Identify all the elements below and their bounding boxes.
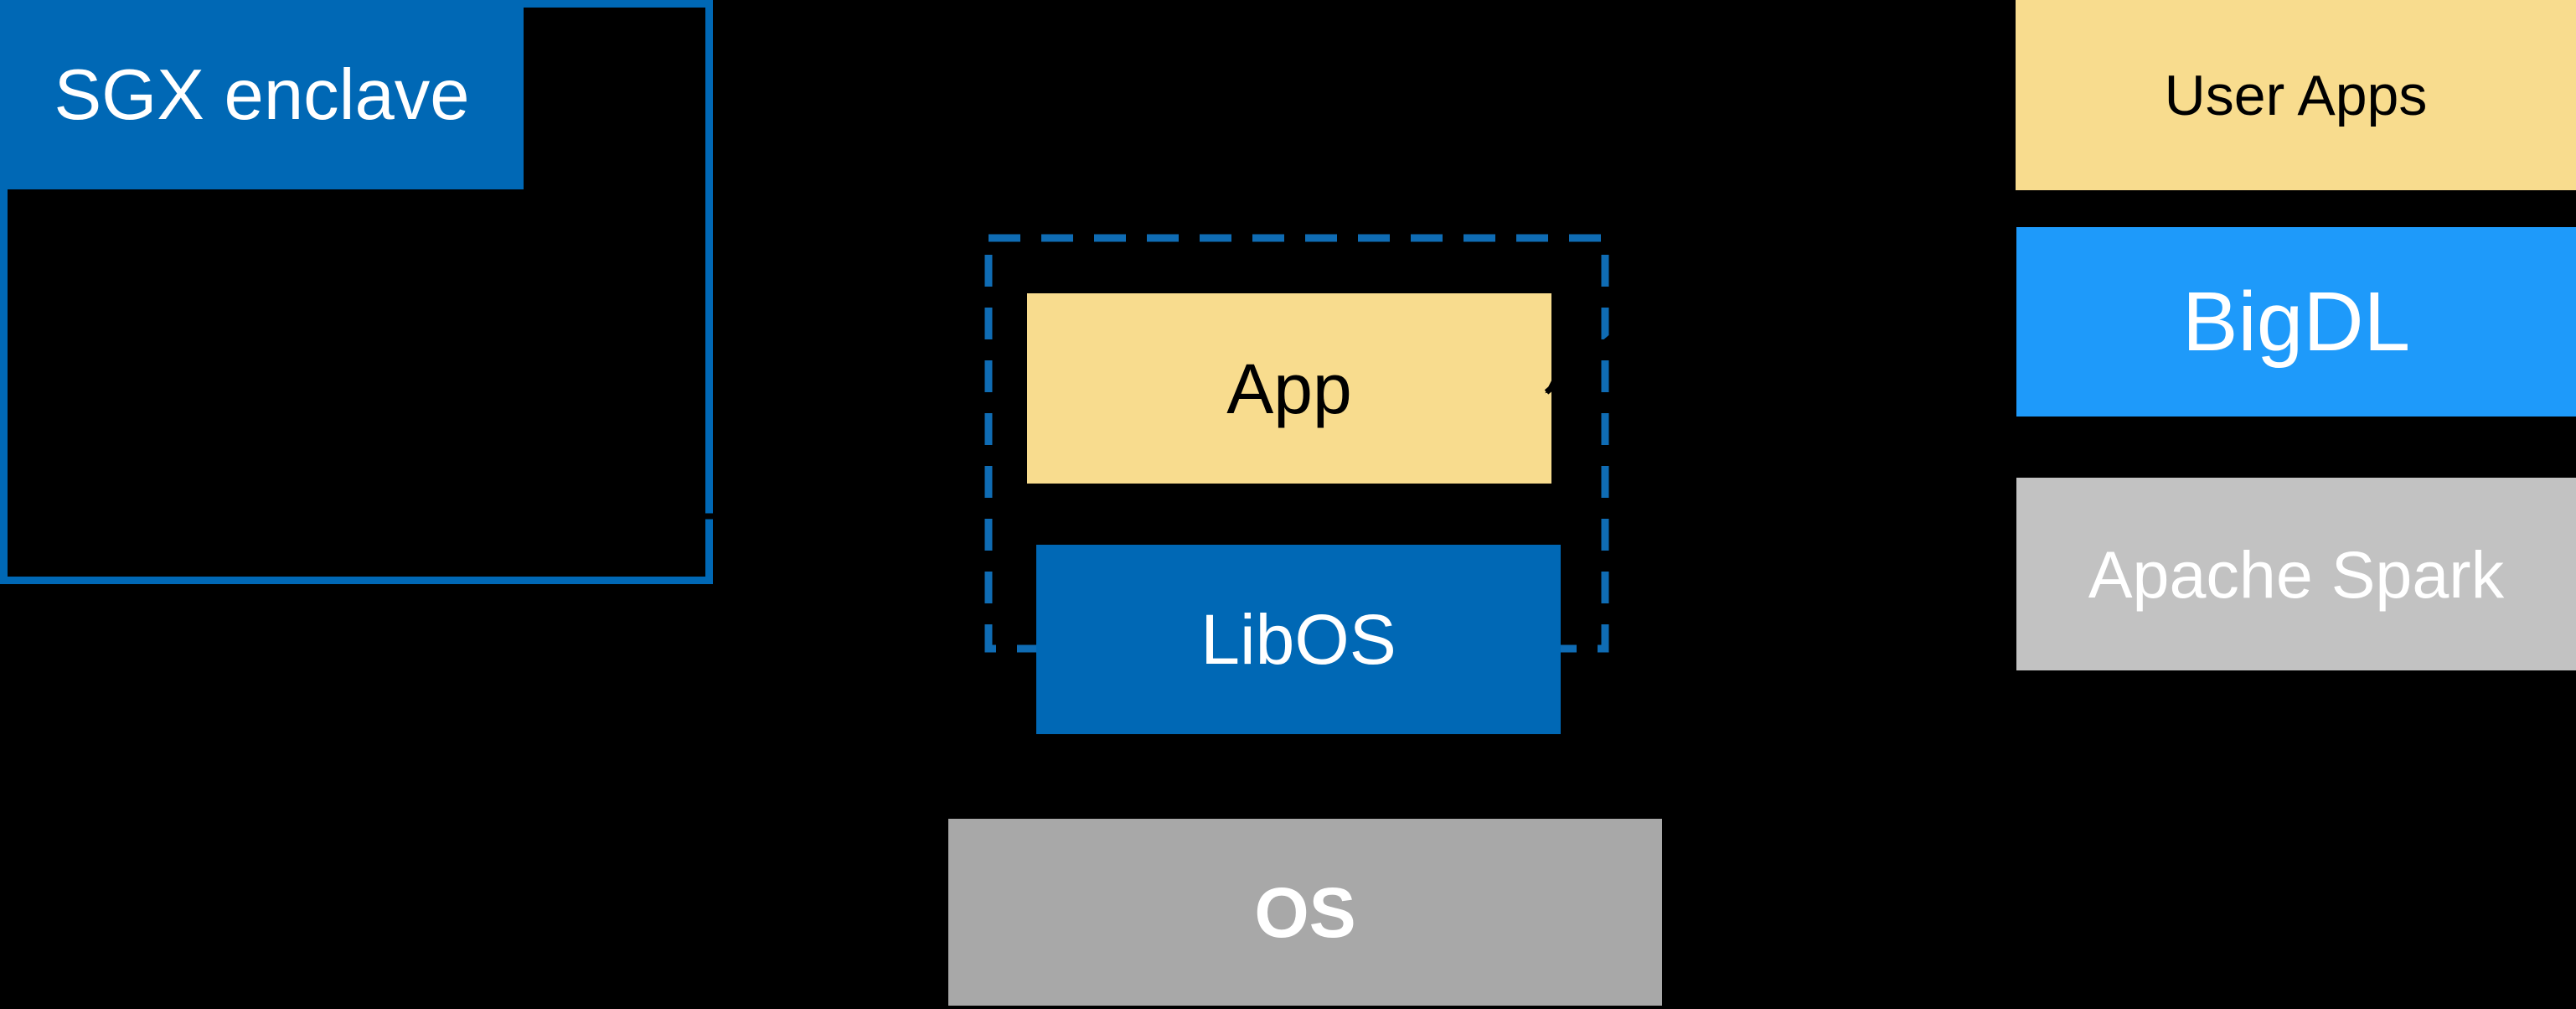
apache-spark-box: Apache Spark — [2016, 478, 2576, 670]
app-box: App — [1027, 293, 1551, 484]
user-apps-label: User Apps — [2164, 63, 2428, 127]
bigdl-label: BigDL — [2181, 275, 2411, 369]
libos-box: LibOS — [1036, 545, 1561, 734]
arrow-user-apps-to-app — [1544, 23, 1980, 395]
app-label: App — [1226, 349, 1352, 428]
sgx-enclave-box: SGX enclave — [0, 0, 524, 189]
sgx-enclave-label: SGX enclave — [54, 54, 470, 135]
arrow-bigdl-to-enclave — [1622, 317, 2008, 456]
user-apps-box: User Apps — [2016, 0, 2576, 190]
bigdl-box: BigDL — [2016, 227, 2576, 417]
libos-label: LibOS — [1200, 600, 1396, 679]
os-box: OS — [948, 819, 1662, 1006]
os-label: OS — [1254, 872, 1356, 952]
apache-spark-label: Apache Spark — [2088, 536, 2505, 612]
